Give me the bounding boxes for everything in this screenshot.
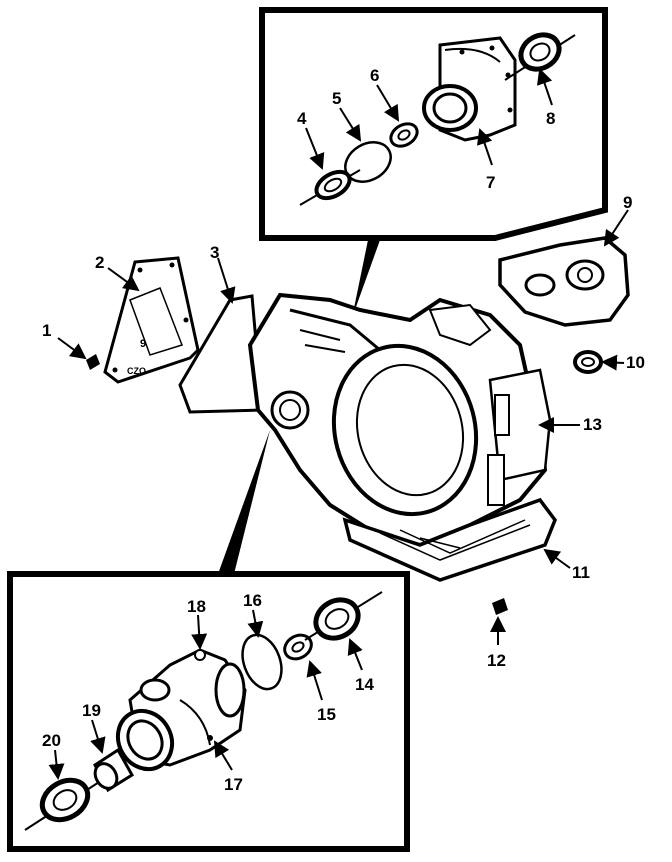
callout-6: 6: [370, 66, 379, 85]
callout-17: 17: [224, 775, 243, 794]
callout-4: 4: [297, 109, 307, 128]
seal-part-14: [304, 591, 383, 641]
drain-plug-part-12: [492, 598, 508, 615]
callout-10: 10: [626, 353, 645, 372]
callout-labels: 1 2 3 4 5 6 7 8 9 10 11 12 13 14 15 16 1…: [42, 66, 645, 794]
callout-12: 12: [487, 651, 506, 670]
extension-housing-part-17: [115, 648, 247, 772]
callout-8: 8: [546, 109, 555, 128]
cover-plate-text-mark: CZO: [127, 366, 146, 376]
seal-part-10: [573, 350, 603, 374]
callout-13: 13: [583, 415, 602, 434]
bottom-detail-inset: [7, 430, 410, 852]
washer-part-15: [283, 633, 313, 661]
bolt-part-1: [86, 354, 100, 370]
oil-pan-part-11: [342, 497, 557, 582]
callout-5: 5: [332, 89, 341, 108]
callout-7: 7: [486, 173, 495, 192]
extension-housing-part-7: [422, 36, 517, 142]
callout-3: 3: [210, 243, 219, 262]
callout-14: 14: [355, 675, 374, 694]
callout-20: 20: [42, 731, 61, 750]
callout-19: 19: [82, 701, 101, 720]
callout-18: 18: [187, 597, 206, 616]
top-inset-pointer: [352, 240, 380, 318]
callout-1: 1: [42, 321, 51, 340]
bushing-part-19: [93, 747, 135, 793]
callout-leaders: [48, 68, 629, 780]
top-detail-inset: [259, 7, 608, 318]
cover-plate-number-mark: 9: [140, 338, 146, 350]
callout-15: 15: [317, 705, 336, 724]
bottom-inset-pointer: [218, 430, 270, 574]
seal-part-20: [24, 774, 111, 831]
washer-part-6: [389, 122, 419, 148]
callout-9: 9: [623, 193, 632, 212]
callout-16: 16: [243, 591, 262, 610]
callout-11: 11: [572, 563, 590, 582]
transaxle-case: [247, 292, 552, 548]
callout-2: 2: [95, 253, 104, 272]
side-cover-part-9: [498, 236, 630, 327]
seal-part-8: [504, 32, 576, 81]
o-ring-part-5: [344, 141, 392, 183]
